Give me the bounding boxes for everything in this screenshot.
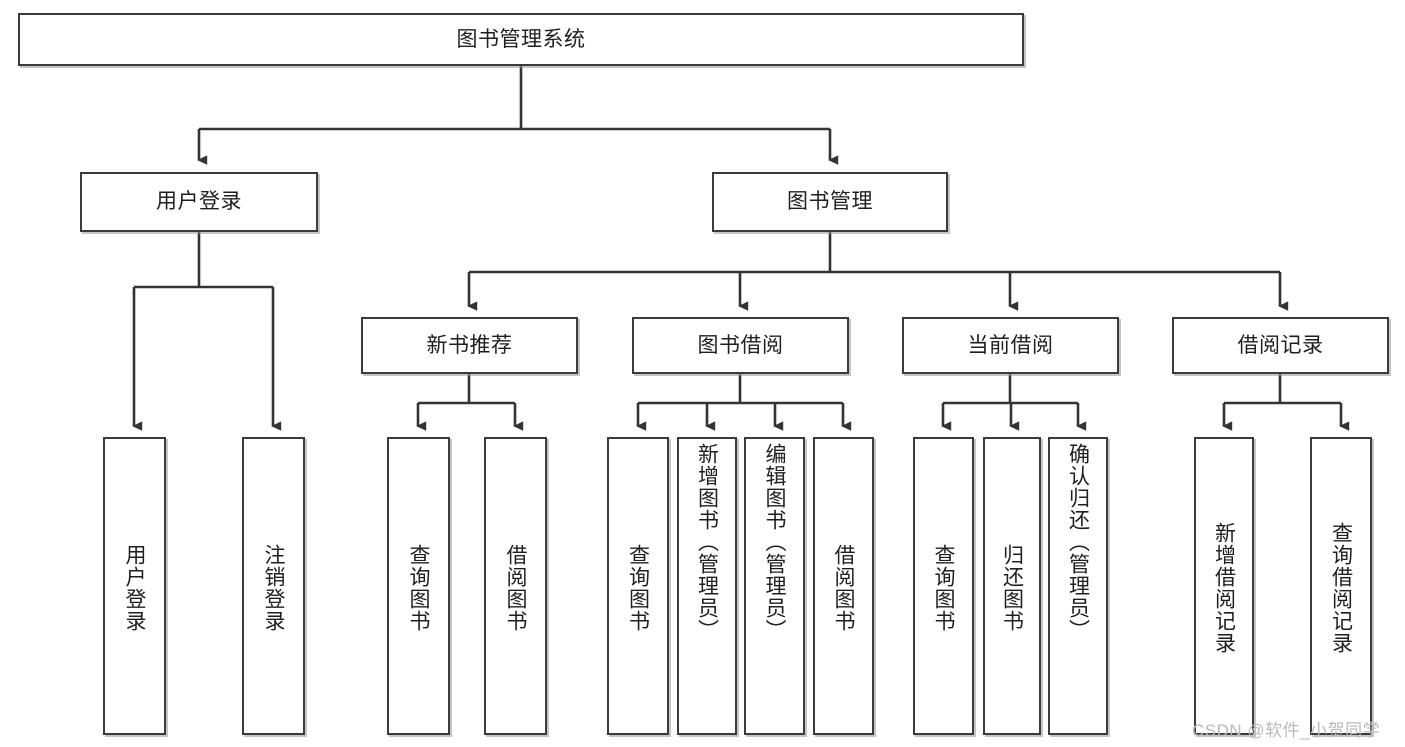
node-new-book-recommend-label: 新书推荐 xyxy=(426,333,513,357)
node-book-manage-label: 图书管理 xyxy=(787,190,873,214)
node-current-borrow-label: 当前借阅 xyxy=(967,333,1054,357)
node-leaf-confirm-return-admin[interactable]: 确认归还（管理员） xyxy=(1048,437,1108,735)
node-leaf-user-logout-label: 注销登录 xyxy=(262,544,285,632)
node-leaf-borrow-book-2[interactable]: 借阅图书 xyxy=(813,437,874,735)
node-leaf-query-book-2[interactable]: 查询图书 xyxy=(607,437,669,735)
node-leaf-query-book-3[interactable]: 查询图书 xyxy=(913,437,974,735)
node-leaf-query-borrow-record[interactable]: 查询借阅记录 xyxy=(1310,437,1372,735)
node-user-login-label: 用户登录 xyxy=(156,190,242,214)
node-leaf-add-book-admin[interactable]: 新增图书（管理员） xyxy=(677,437,737,735)
node-new-book-recommend[interactable]: 新书推荐 xyxy=(361,317,578,374)
csdn-watermark: CSDN @软件_小贺同学 xyxy=(1192,721,1381,740)
node-leaf-borrow-book-2-label: 借阅图书 xyxy=(832,544,855,632)
node-borrow-record[interactable]: 借阅记录 xyxy=(1172,317,1389,374)
node-leaf-user-login[interactable]: 用户登录 xyxy=(103,437,166,735)
node-leaf-add-book-admin-label: 新增图书（管理员） xyxy=(695,443,719,641)
node-leaf-edit-book-admin-label: 编辑图书（管理员） xyxy=(763,443,786,641)
node-root[interactable]: 图书管理系统 xyxy=(18,13,1024,66)
node-current-borrow[interactable]: 当前借阅 xyxy=(902,317,1119,374)
node-leaf-query-book-2-label: 查询图书 xyxy=(626,544,650,632)
node-leaf-query-book-1[interactable]: 查询图书 xyxy=(387,437,450,735)
node-leaf-user-login-label: 用户登录 xyxy=(123,544,146,632)
node-leaf-edit-book-admin[interactable]: 编辑图书（管理员） xyxy=(744,437,805,735)
node-user-login[interactable]: 用户登录 xyxy=(80,172,318,232)
node-leaf-add-borrow-record-label: 新增借阅记录 xyxy=(1212,522,1236,654)
node-leaf-return-book[interactable]: 归还图书 xyxy=(983,437,1041,735)
node-book-borrow-label: 图书借阅 xyxy=(697,333,784,357)
node-book-borrow[interactable]: 图书借阅 xyxy=(632,317,849,374)
node-leaf-borrow-book-1[interactable]: 借阅图书 xyxy=(484,437,547,735)
node-leaf-return-book-label: 归还图书 xyxy=(1000,544,1024,632)
node-leaf-query-borrow-record-label: 查询借阅记录 xyxy=(1329,522,1353,654)
node-root-label: 图书管理系统 xyxy=(456,27,586,51)
node-borrow-record-label: 借阅记录 xyxy=(1237,333,1324,357)
node-leaf-query-book-1-label: 查询图书 xyxy=(407,544,430,632)
node-leaf-query-book-3-label: 查询图书 xyxy=(932,544,955,632)
node-book-manage[interactable]: 图书管理 xyxy=(712,172,948,232)
node-leaf-add-borrow-record[interactable]: 新增借阅记录 xyxy=(1194,437,1254,735)
node-leaf-borrow-book-1-label: 借阅图书 xyxy=(504,544,527,632)
node-leaf-user-logout[interactable]: 注销登录 xyxy=(242,437,305,735)
node-leaf-confirm-return-admin-label: 确认归还（管理员） xyxy=(1066,443,1090,641)
